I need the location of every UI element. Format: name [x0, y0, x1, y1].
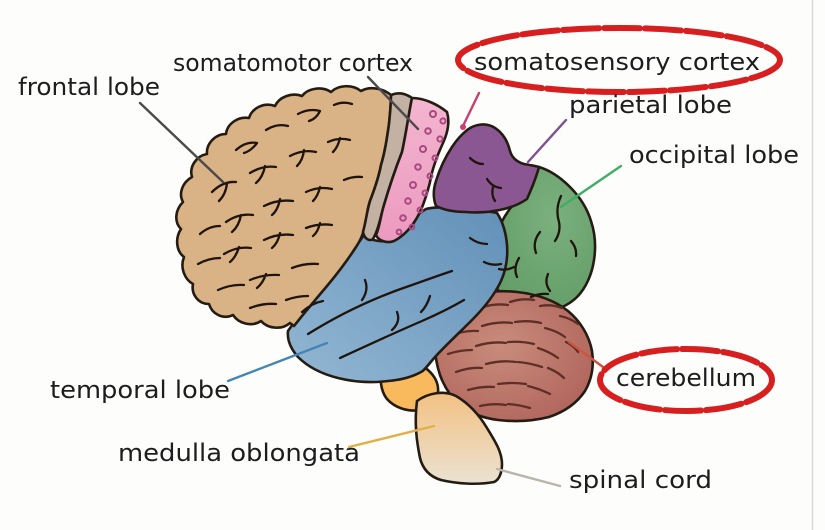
temporal-lobe-label: temporal lobe [50, 376, 230, 404]
parietal-lobe-label: parietal lobe [569, 91, 732, 119]
occipital-sulci [497, 194, 578, 299]
frontal-lobe-leader-line [138, 101, 225, 184]
somatosensory-leader-line [461, 91, 481, 128]
spinal-cord-region [414, 391, 504, 486]
temporal-leader-line [226, 341, 329, 383]
somatomotor-leader-line [366, 75, 420, 131]
parietal-lobe-region [432, 123, 541, 214]
somatosensory-dots [395, 110, 447, 236]
frontal-sulci [196, 101, 364, 310]
spinal-cord-label: spinal cord [569, 466, 712, 494]
medulla-oblongata-label: medulla oblongata [118, 439, 360, 467]
somatosensory-cortex-label: somatosensory cortex [474, 48, 760, 76]
cerebellum-leader-line [567, 340, 605, 369]
cerebellum-label: cerebellum [616, 364, 756, 392]
somatomotor-cortex-label: somatomotor cortex [173, 49, 413, 77]
spinal-leader-line [495, 467, 562, 488]
parietal-leader-line [526, 118, 568, 164]
occipital-leader-line [559, 164, 623, 209]
medulla-leader-line [347, 424, 436, 449]
somatosensory-highlight-ellipse [455, 25, 783, 95]
somatosensory-leader-dot [460, 124, 466, 130]
occipital-lobe-label: occipital lobe [629, 141, 799, 169]
frontal-lobe-label: frontal lobe [18, 73, 160, 101]
temporal-sulci [300, 236, 503, 360]
cerebellum-highlight-ellipse [597, 346, 775, 414]
parietal-sulci [468, 156, 503, 203]
